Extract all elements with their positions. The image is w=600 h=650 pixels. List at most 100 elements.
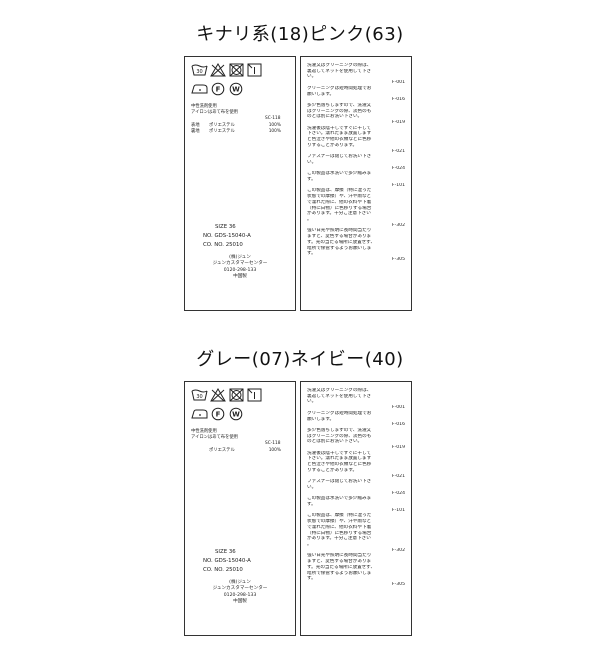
- company-line: ジュンカスタマーセンター: [212, 586, 268, 592]
- instruction-line: があります。十分ご注意下さい: [307, 211, 371, 217]
- care-notice-line: 中性洗剤使用: [191, 104, 217, 109]
- svg-text:W: W: [232, 410, 240, 418]
- product-number: NO. GDS-15040-A: [203, 233, 251, 239]
- instruction-code: F-302: [391, 547, 405, 553]
- instruction-line: と色泣きや他の衣類などに色移: [307, 137, 372, 143]
- instruction-line: 洗濯後は陰干しですぐに干して: [307, 450, 372, 456]
- instruction-line: のとは別にお洗い下さい。: [307, 114, 363, 120]
- instruction-line: す。: [307, 576, 316, 582]
- instruction-line: す。: [307, 251, 316, 257]
- instruction-line: 多少色落ちしますので、洗濯又: [307, 102, 372, 108]
- care-instructions: 洗濯又はクリーニングの際は、裏返してネットを使用して下さい。 F-001 クリーニン…: [307, 388, 405, 588]
- svg-text:F: F: [216, 410, 221, 418]
- label-code: SC-118: [265, 441, 281, 446]
- instruction-line: （特に白物）に色移りする場合: [307, 205, 372, 211]
- care-label-back: 洗濯又はクリーニングの際は、裏返してネットを使用して下さい。 F-001 クリーニン…: [300, 381, 412, 636]
- instruction-line: クリーニングは短時間処理でお: [307, 410, 372, 416]
- svg-text:30: 30: [196, 69, 202, 75]
- variant-title: キナリ系(18)ピンク(63): [196, 24, 404, 45]
- instruction-code: F-101: [391, 182, 405, 188]
- instruction-line: 暗所で保管するようお願いしま: [307, 570, 372, 576]
- instruction-line: 。: [307, 541, 312, 547]
- variant-title: グレー(07)ネイビー(40): [196, 349, 404, 370]
- company-line: 中国製: [233, 598, 247, 604]
- instruction-line: と色泣きや他の衣類などに色移: [307, 462, 372, 468]
- label-code: SC-118: [265, 116, 281, 121]
- instruction-line: この製品は水洗いで多少縮みま: [307, 171, 372, 177]
- instruction-line: 洗濯又はクリーニングの際は、: [307, 388, 372, 393]
- instruction-line: 洗濯後は陰干しですぐに干して: [307, 125, 372, 131]
- instruction-line: 強い日光や照明に長時間当たり: [307, 553, 372, 559]
- instruction-line: ますと、変色する場合がありま: [307, 559, 372, 565]
- instruction-line: 。: [307, 216, 312, 222]
- instruction-line: この製品は、摩擦（特に湿った: [307, 513, 372, 519]
- instruction-line: で濡れた際に、他の衣料や下着: [307, 199, 372, 205]
- instruction-code: F-021: [391, 148, 405, 154]
- instruction-line: があります。十分ご注意下さい: [307, 536, 371, 542]
- instruction-line: 多少色落ちしますので、洗濯又: [307, 427, 372, 433]
- instruction-code: F-016: [391, 422, 405, 428]
- instruction-code: F-024: [391, 165, 405, 171]
- instruction-code: F-019: [391, 120, 405, 126]
- material-part: 表地: [191, 123, 200, 128]
- instruction-line: 強い日光や照明に長時間当たり: [307, 228, 372, 234]
- instruction-line: ファスナーは閉じてお洗い下さ: [307, 154, 372, 160]
- care-notice-line: アイロンはあて布を使用: [191, 435, 238, 440]
- instruction-line: はクリーニングの際、淡色のも: [307, 433, 372, 439]
- instruction-code: F-302: [391, 222, 405, 228]
- instruction-line: 下さい。濡れたまま放置します: [307, 131, 372, 137]
- instruction-line: す。光の当たる場所に放置せず、: [307, 564, 376, 570]
- instruction-line: 暗所で保管するようお願いしま: [307, 245, 372, 251]
- instruction-line: い。: [307, 484, 317, 490]
- instruction-line: はクリーニングの際、淡色のも: [307, 108, 372, 114]
- company-line: 0120-298-133: [223, 592, 257, 598]
- instruction-code: F-305: [391, 256, 405, 262]
- material-fiber: ポリエステル: [209, 129, 235, 134]
- material-percent: 100%: [268, 129, 281, 134]
- instruction-line: 状態での摩擦）や、汗や雨など: [307, 519, 372, 525]
- instruction-line: クリーニングは短時間処理でお: [307, 85, 372, 91]
- instruction-code: F-019: [391, 445, 405, 451]
- company-line: 中国製: [233, 273, 247, 279]
- instruction-line: のとは別にお洗い下さい。: [307, 439, 363, 445]
- instruction-code: F-001: [391, 405, 405, 411]
- instruction-line: い。: [307, 159, 317, 165]
- instruction-line: 願いします。: [307, 91, 335, 97]
- company-line: ジュンカスタマーセンター: [212, 261, 268, 267]
- size-label: SIZE 36: [215, 549, 236, 555]
- instruction-line: 裏返してネットを使用して下さ: [307, 393, 372, 399]
- material-percent: 100%: [268, 123, 281, 128]
- product-number: NO. GDS-15040-A: [203, 558, 251, 564]
- instruction-line: い。: [307, 399, 317, 405]
- svg-text:F: F: [216, 85, 221, 93]
- svg-text:30: 30: [196, 394, 202, 400]
- instruction-line: ファスナーは閉じてお洗い下さ: [307, 479, 372, 485]
- instruction-line: ますと、変色する場合がありま: [307, 234, 372, 240]
- material-part: 裏地: [191, 129, 200, 134]
- color-number: CO. NO. 25010: [203, 242, 243, 248]
- instruction-line: 下さい。濡れたまま放置します: [307, 456, 372, 462]
- color-number: CO. NO. 25010: [203, 567, 243, 573]
- material-row: ポリエステル 100%: [191, 448, 281, 454]
- instruction-line: この製品は、摩擦（特に湿った: [307, 188, 372, 194]
- instruction-code: F-305: [391, 581, 405, 587]
- material-fiber: ポリエステル: [209, 448, 235, 453]
- material-row: 裏地 ポリエステル 100%: [191, 129, 281, 135]
- instruction-line: で濡れた際に、他の衣料や下着: [307, 524, 372, 530]
- company-line: (株)ジュン: [229, 580, 251, 585]
- company-line: (株)ジュン: [229, 255, 251, 260]
- material-percent: 100%: [268, 448, 281, 453]
- instruction-line: 願いします。: [307, 416, 335, 422]
- instruction-code: F-021: [391, 473, 405, 479]
- instruction-line: 裏返してネットを使用して下さ: [307, 68, 372, 74]
